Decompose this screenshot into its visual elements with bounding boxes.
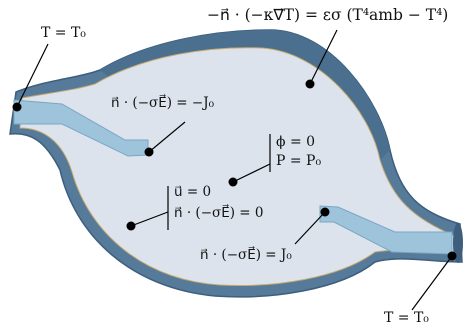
pointer-line-temp-right bbox=[411, 255, 453, 311]
marker-current-in bbox=[320, 207, 330, 217]
label-current-outflow: n⃗ · (−σE⃗) = −J₀ bbox=[111, 95, 215, 111]
pointer-line-radiation bbox=[309, 29, 338, 85]
pointer-line-temp-left bbox=[16, 43, 49, 108]
label-insulation: n⃗ · (−σE⃗) = 0 bbox=[174, 205, 264, 221]
pointer-line-potential bbox=[232, 163, 271, 183]
label-potential: ϕ = 0 bbox=[276, 134, 316, 150]
marker-radiation bbox=[305, 79, 315, 89]
label-temperature-right: T = T₀ bbox=[384, 310, 429, 326]
pointer-line-current-in bbox=[294, 211, 326, 245]
label-temperature-left: T = T₀ bbox=[41, 25, 86, 41]
pointer-line-insulation bbox=[130, 211, 169, 227]
marker-potential bbox=[228, 177, 238, 187]
marker-insulation bbox=[126, 221, 136, 231]
pointer-line-current-out bbox=[148, 121, 186, 153]
right-end-cap bbox=[453, 223, 463, 263]
marker-temp-left bbox=[12, 102, 22, 112]
label-no-slip: u⃗ = 0 bbox=[174, 184, 212, 200]
label-radiation-bc: −n⃗ · (−κ∇⃗T) = εσ (T⁴amb − T⁴) bbox=[207, 6, 449, 24]
marker-current-out bbox=[144, 147, 154, 157]
label-current-inflow: n⃗ · (−σE⃗) = J₀ bbox=[200, 247, 292, 263]
shell-top-band bbox=[100, 30, 390, 160]
label-pressure: P = P₀ bbox=[276, 153, 322, 169]
marker-temp-right bbox=[447, 251, 457, 261]
